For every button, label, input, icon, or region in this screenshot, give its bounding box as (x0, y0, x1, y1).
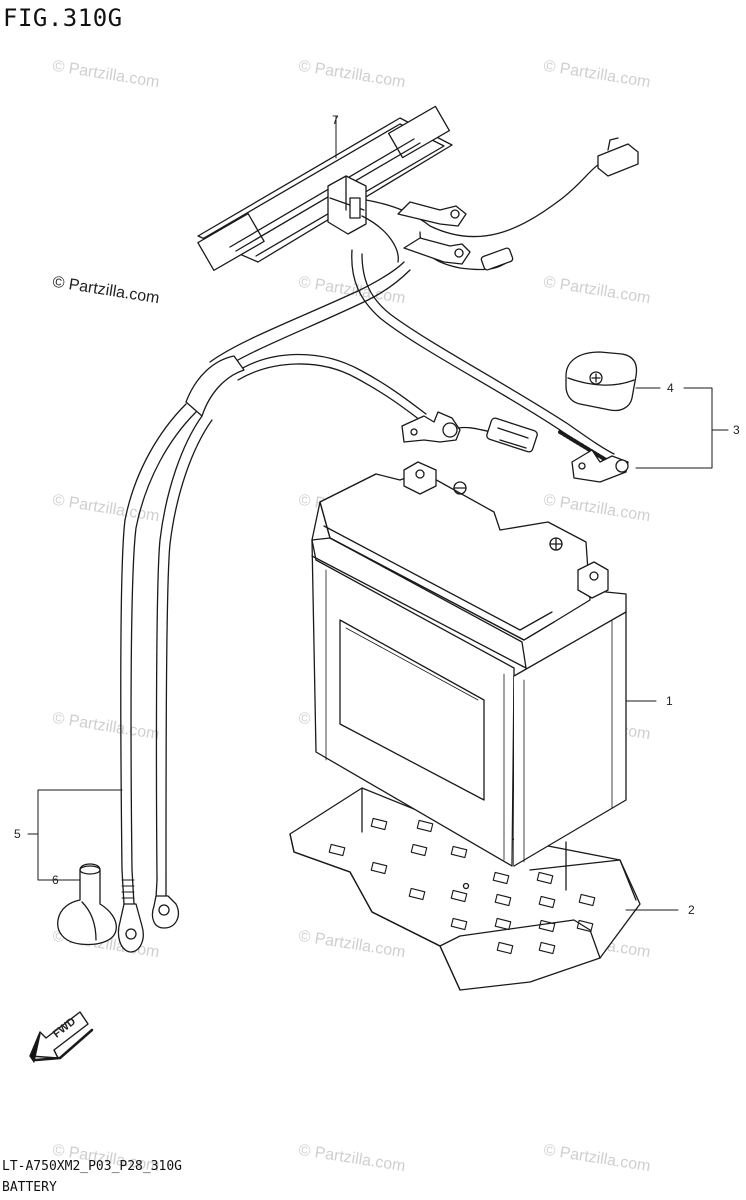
terminal-cover (565, 351, 638, 412)
battery-band (197, 105, 453, 272)
figure-title: FIG.310G (3, 4, 123, 32)
callout-7: 7 (332, 113, 339, 127)
battery-cable-assembly (117, 261, 538, 953)
callout-3: 3 (733, 423, 740, 437)
callout-5: 5 (14, 827, 21, 841)
callout-2: 2 (688, 903, 695, 917)
leader-lines (27, 115, 729, 911)
callout-6: 6 (52, 873, 59, 887)
diagram-code: LT-A750XM2_P03_P28_310G (2, 1159, 183, 1174)
terminal-cap (57, 863, 117, 946)
battery-tray (289, 787, 641, 991)
fwd-arrow-icon (29, 1011, 94, 1063)
battery (311, 461, 627, 867)
diagram-name: BATTERY (2, 1180, 57, 1195)
callout-1: 1 (666, 694, 673, 708)
callout-4: 4 (667, 381, 674, 395)
positive-lead-harness (327, 137, 639, 483)
